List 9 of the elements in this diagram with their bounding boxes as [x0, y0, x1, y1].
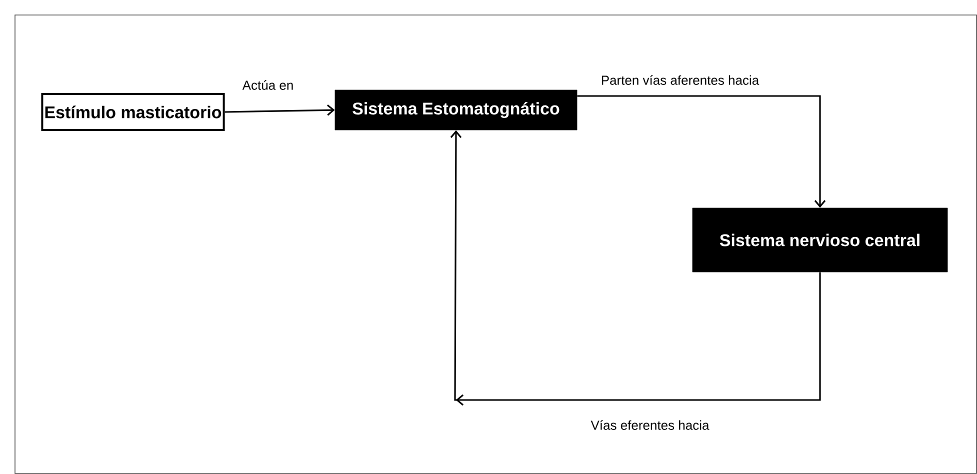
arrow [450, 130, 821, 406]
edge-label: Parten vías aferentes hacia [600, 74, 760, 86]
process-box: Sistema Estomatognático [334, 90, 578, 130]
process-box: Sistema nervioso central [692, 208, 948, 272]
arrow [577, 95, 826, 208]
arrow [224, 104, 335, 116]
process-box: Estímulo masticatorio [41, 93, 225, 131]
edge-label: Actúa en [241, 79, 295, 91]
edge-label: Vías eferentes hacia [590, 419, 710, 431]
